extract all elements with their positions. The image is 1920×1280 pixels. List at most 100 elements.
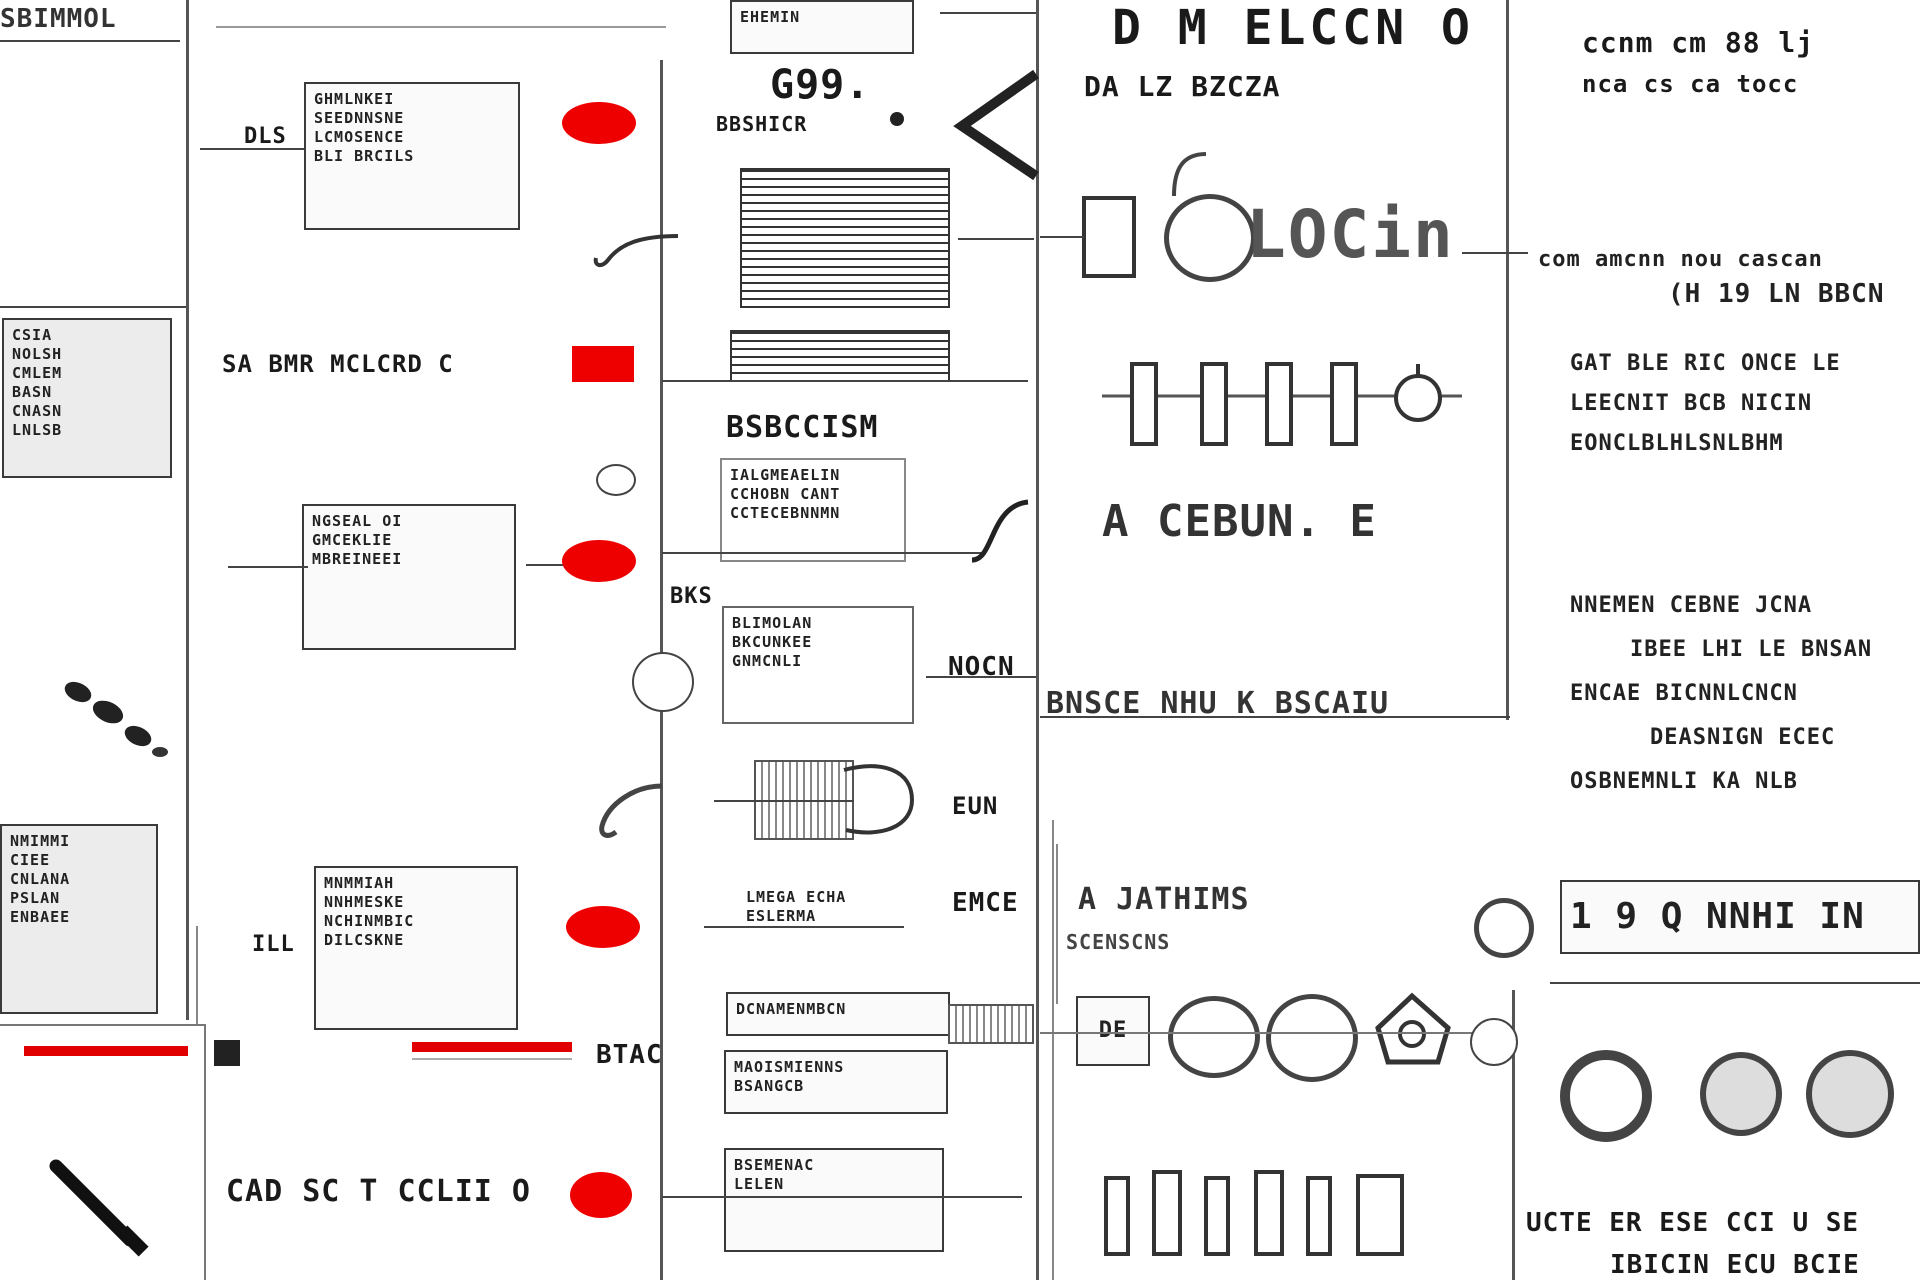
- wrench-icon: [44, 1154, 154, 1264]
- branch-red-rule: [412, 1058, 572, 1060]
- gear-icon-2: [1266, 994, 1358, 1082]
- branch-box-1: GHMLNKEI SEEDNNSNE LCMOSENCE BLI BRCILS: [304, 82, 520, 230]
- header-subtitle: DA LZ BZCZA: [1084, 70, 1281, 103]
- branch-connector-3: [526, 564, 566, 566]
- pillar-row-icon: [1096, 1158, 1436, 1258]
- red-marker-1: [562, 102, 636, 144]
- center-side-label-1: EUN: [952, 792, 999, 820]
- tower-icon: [1082, 196, 1136, 278]
- branch-row-label: SA BMR MCLCRD C: [222, 350, 454, 378]
- red-marker-5: [570, 1172, 632, 1218]
- right-block-1: com amcnn nou cascan (H 19 LN BBCN: [1528, 236, 1920, 326]
- right-lower-divider: [1512, 990, 1515, 1280]
- left-red-bar: [24, 1046, 188, 1056]
- spine-hook-1: [590, 232, 680, 282]
- center-bottom-label: BTAC: [596, 1040, 663, 1070]
- red-marker-2: [572, 346, 634, 382]
- ring-icon: [1164, 194, 1256, 282]
- red-marker-4: [566, 906, 640, 948]
- branch-connector-1: [200, 148, 310, 150]
- panel-connector-1: [1040, 236, 1084, 238]
- spine-hook-2: [594, 780, 664, 850]
- spine-3: [1052, 820, 1054, 1280]
- panel-badge: DE: [1076, 996, 1150, 1066]
- right-block-2: GAT BLE RIC ONCE LE LEECNIT BCB NICIN EO…: [1560, 336, 1920, 474]
- left-panel-low: NMIMMI CIEE CNLANA PSLAN ENBAEE: [0, 824, 158, 1014]
- panel-right-border: [1506, 0, 1509, 720]
- branch-bottom-label: CAD SC T CCLII O: [226, 1174, 531, 1209]
- branch-red-bar: [412, 1042, 572, 1052]
- spine-node-1: [596, 464, 636, 496]
- panel-connector-2: [1040, 1032, 1480, 1034]
- header-title: D M ELCCN O: [1112, 0, 1474, 56]
- left-panel-mid: CSIA NOLSH CMLEM BASN CNASN LNLSB: [2, 318, 172, 478]
- house-icon: [1372, 988, 1454, 1068]
- center-mini-label: BKS: [670, 584, 713, 609]
- left-top-rule: [0, 40, 180, 42]
- center-hatch-2: [948, 1004, 1034, 1044]
- info-circle-icon: [1474, 898, 1534, 958]
- spine-node-2: [632, 652, 694, 712]
- top-note-1: ccnm cm 88 lj: [1582, 26, 1815, 59]
- left-divider: [186, 0, 189, 1020]
- component-row-icon: [1102, 344, 1462, 454]
- left-mid-rule: [0, 306, 186, 308]
- right-node-icon: [1470, 1018, 1518, 1066]
- panel-big-label: LOCin: [1246, 196, 1455, 273]
- panel-bottom-border: [1040, 716, 1510, 718]
- center-connector-5: [714, 800, 854, 802]
- center-bar-block-2: [730, 330, 950, 382]
- branch-box-3-side: ILL: [252, 932, 295, 957]
- red-marker-3: [562, 540, 636, 582]
- panel-long-caption: BNSCE NHU K BSCAIU: [1046, 686, 1390, 721]
- center-bar-block-1: [740, 168, 950, 308]
- right-block-3: NNEMEN CEBNE JCNA IBEE LHI LE BNSAN ENCA…: [1560, 576, 1920, 816]
- center-top-rule: [940, 12, 1036, 14]
- right-footer-2: IBICIN ECU BCIE: [1610, 1250, 1860, 1280]
- panel-side-sub: SCENSCNS: [1066, 930, 1171, 954]
- center-mini-list: LMEGA ECHA ESLERMA: [736, 880, 912, 956]
- center-chevron-icon: [950, 64, 1040, 184]
- gear-icon-1: [1168, 996, 1260, 1078]
- right-header-strip: 1 9 Q NNHI IN: [1560, 880, 1920, 954]
- right-strip-rule: [1550, 982, 1920, 984]
- branch-box-2: NGSEAL OI GMCEKLIE MBREINEEI: [302, 504, 516, 650]
- dot-icon: [890, 112, 904, 126]
- right-ring-icon: [1560, 1050, 1652, 1142]
- panel-handle-icon: [1170, 150, 1210, 198]
- center-sub-heading: BBSHICR: [716, 112, 808, 136]
- center-side-label-2: EMCE: [952, 888, 1019, 918]
- center-connector-2: [662, 380, 1028, 382]
- center-list-1: IALGMEAELIN CCHOBN CANT CCTECEBNNMN: [720, 458, 906, 562]
- right-connector-1: [1462, 252, 1552, 254]
- left-low-divider: [196, 926, 198, 1026]
- left-bottom-divider: [204, 1024, 206, 1280]
- panel-side-text: A JATHIMS: [1078, 882, 1250, 917]
- center-top-block: EHEMIN: [730, 0, 914, 54]
- right-coin-icon-2: [1806, 1050, 1894, 1138]
- panel-stroke-label: A CEBUN. E: [1102, 496, 1377, 547]
- left-bottom-rule: [0, 1024, 206, 1026]
- branch-box-3: MNMMIAH NNHMESKE NCHINMBIC DILCSKNE: [314, 866, 518, 1030]
- branch-connector-2: [228, 566, 308, 568]
- center-arrow-1: [958, 238, 1034, 240]
- branch-label-1: DLS: [244, 124, 287, 149]
- center-bottom-block-1: DCNAMENMBCN: [726, 992, 950, 1036]
- center-hook-icon: [970, 496, 1030, 566]
- center-mid-heading: BSBCCISM: [726, 410, 879, 445]
- center-heading: G99.: [770, 62, 871, 108]
- top-note-2: nca cs ca tocc: [1582, 70, 1799, 98]
- left-square-icon: [214, 1040, 240, 1066]
- center-connector-6: [704, 926, 904, 928]
- center-connector-4: [926, 676, 1036, 678]
- panel-lower-divider: [1056, 844, 1058, 1004]
- center-bottom-block-3: BSEMENAC LELEN: [724, 1148, 944, 1252]
- left-top-label: SBIMMOL: [0, 4, 117, 34]
- dot-cluster-icon: [60, 676, 180, 766]
- center-connector-3: [662, 552, 982, 554]
- right-footer-1: UCTE ER ESE CCI U SE: [1526, 1208, 1860, 1238]
- center-connector-7: [662, 1196, 1022, 1198]
- center-bottom-block-2: MAOISMIENNS BSANGCB: [724, 1050, 948, 1114]
- center-loop-icon: [842, 760, 916, 840]
- branch-top-rule: [216, 26, 666, 28]
